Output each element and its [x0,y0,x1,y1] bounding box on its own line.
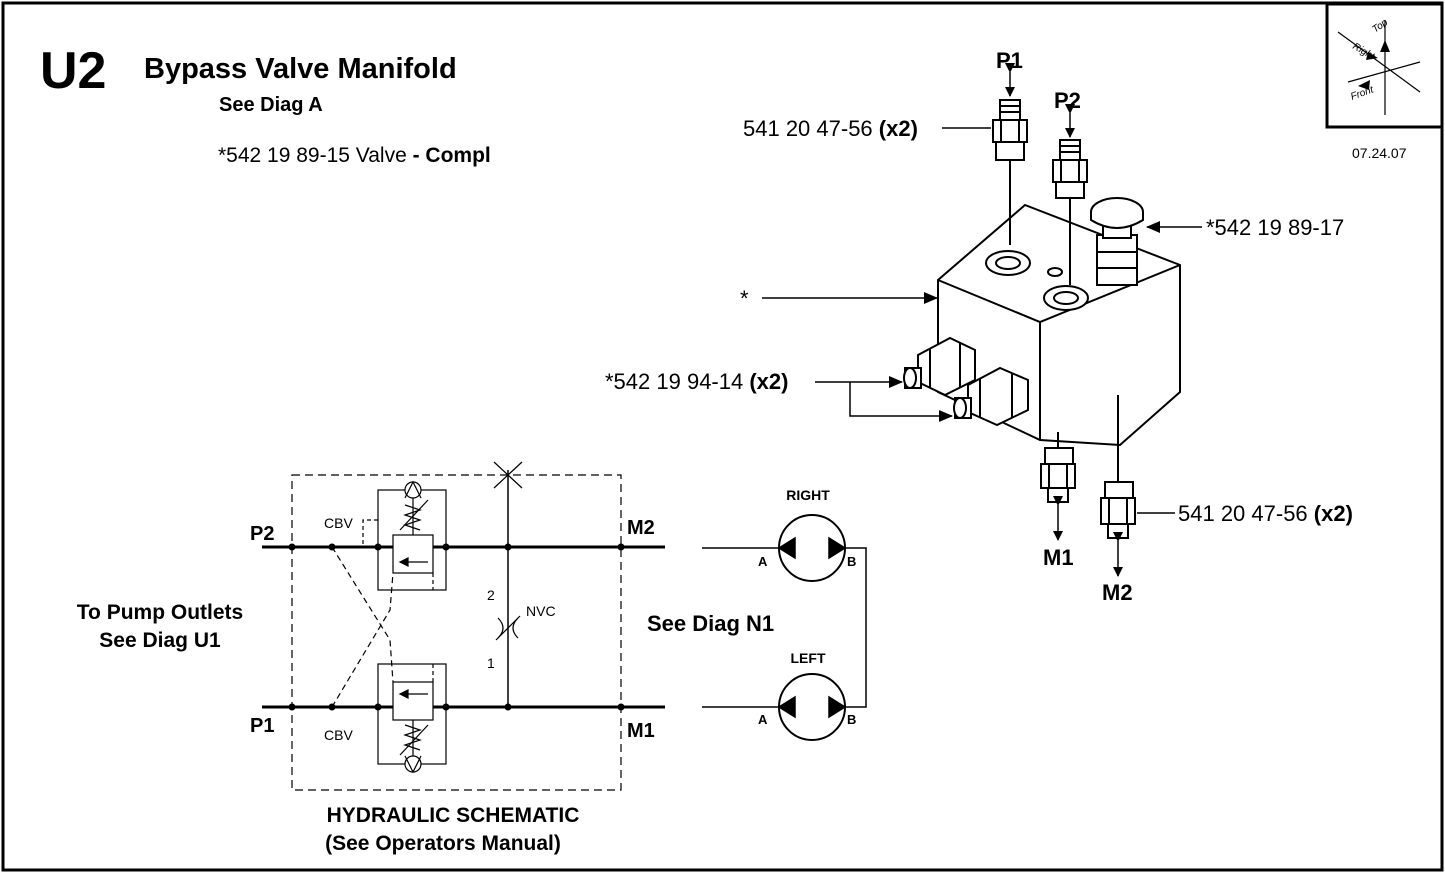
diagram-title: Bypass Valve Manifold [144,53,457,85]
schematic-p2: P2 [250,523,274,545]
port-label-p2: P2 [1054,88,1081,113]
port-label-p1: P1 [996,48,1023,73]
side-fitting-upper [903,336,976,397]
port-arrows [1005,63,1123,577]
diagram-code: U2 [40,42,106,100]
schematic-title: HYDRAULIC SCHEMATIC [327,804,580,827]
callout-fitting-bottom: 541 20 47-56 (x2) [1178,501,1353,526]
schematic-m1: M1 [627,720,655,742]
valve-assembly: *542 19 89-15 Valve - Compl [218,144,491,167]
cbv-lower [377,663,447,774]
schematic-p1: P1 [250,715,274,737]
nvc-port-2: 2 [487,587,495,603]
manifold-drawing [903,99,1181,539]
motor-right-port-b: B [847,554,856,569]
callout-cap: *542 19 89-17 [1206,215,1344,240]
motor-right-label: RIGHT [786,487,830,503]
nvc-label: NVC [526,603,556,619]
schematic-subtitle: (See Operators Manual) [325,832,561,855]
schematic-labels: P2 P1 M2 M1 CBV CBV NVC 2 1 To Pump Outl… [77,515,655,855]
cbv-label-upper: CBV [324,515,353,531]
port-label-m2: M2 [1102,580,1133,605]
side-fitting-lower [953,366,1029,427]
see-diag-a: See Diag A [219,94,323,116]
cbv-upper [362,480,447,591]
pump-outlets-label: To Pump Outlets [77,601,243,624]
fitting-m2 [1100,395,1136,539]
motor-right-port-a: A [758,554,768,569]
see-diag-n1: See Diag N1 [647,611,774,636]
schematic-m2: M2 [627,517,655,539]
part-callouts: 541 20 47-56 (x2) *542 19 89-17 * *542 1… [605,116,1353,526]
cap-plug [1090,197,1144,286]
compass-right-label: Right [1351,41,1378,63]
schematic-boundary [291,474,622,791]
motor-labels: RIGHT LEFT A B A B See Diag N1 [647,487,856,727]
motor-left-port-a: A [758,712,768,727]
motors [702,514,867,741]
motor-left-port-b: B [847,712,856,727]
port-label-m1: M1 [1043,545,1074,570]
hydraulic-schematic [262,461,665,791]
cbv-label-lower: CBV [324,727,353,743]
callout-manifold: * [740,286,749,311]
motor-left-label: LEFT [791,650,826,666]
revision-date: 07.24.07 [1352,145,1407,161]
see-diag-u1: See Diag U1 [99,629,221,652]
header: U2 Bypass Valve Manifold See Diag A *542… [40,42,1407,167]
orientation-compass: Top Right Front [1325,2,1444,129]
fitting-p2 [1052,139,1088,285]
compass-top-label: Top [1370,17,1390,36]
callout-side-fittings: *542 19 94-14 (x2) [605,369,788,394]
compass-front-label: Front [1349,84,1376,103]
fitting-p1 [992,99,1028,245]
callout-fitting-top: 541 20 47-56 (x2) [743,116,918,141]
nvc-port-1: 1 [487,655,495,671]
